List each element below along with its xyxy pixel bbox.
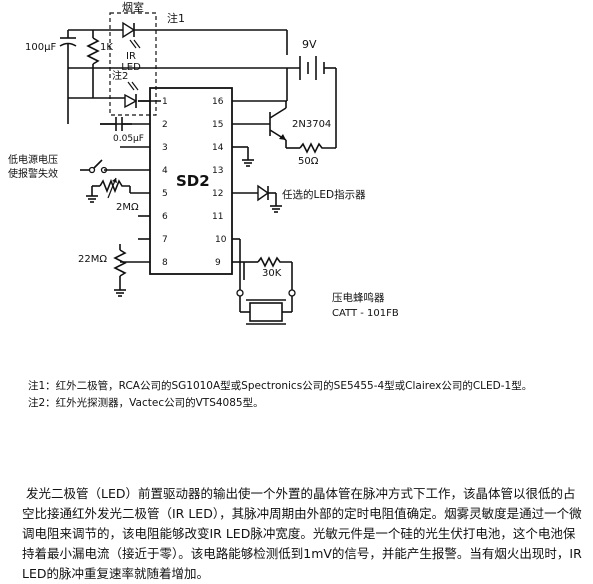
ic-sd2-label: SD2 [176, 172, 210, 190]
left-pin-leads [67, 98, 150, 263]
cap-100uf-label: 100μF [25, 42, 56, 53]
note1-marker: 注1 [167, 11, 185, 25]
right-pin-leads [232, 68, 288, 263]
smoke-chamber-box [109, 12, 157, 116]
pin-number: 7 [162, 235, 168, 245]
capacitor-100uf [59, 30, 77, 98]
pin-number: 3 [162, 143, 168, 153]
pin-number: 12 [212, 189, 223, 199]
buzzer-model: CATT - 101FB [332, 308, 399, 319]
note-2: 注2：红外光探测器，Vactec公司的VTS4085型。 [28, 397, 264, 409]
pin-number: 16 [212, 97, 224, 107]
notes-block: 注1：红外二极管，RCA公司的SG1010A型或Spectronics公司的SE… [28, 378, 588, 412]
transistor-label: 2N3704 [292, 119, 331, 130]
res-30k-label: 30K [262, 268, 282, 279]
low-voltage-switch [80, 159, 108, 174]
res-1k-label: 1K [100, 42, 113, 53]
battery-label: 9V [302, 38, 317, 51]
pin-number: 11 [212, 212, 223, 222]
photo-detector-symbol [124, 81, 139, 109]
res-50-label: 50Ω [298, 156, 319, 167]
buzzer-wiring [236, 239, 296, 312]
pin-number: 10 [215, 235, 227, 245]
resistor-50 [286, 136, 337, 154]
pin-number: 2 [162, 120, 168, 130]
res-22m-label: 22MΩ [78, 254, 107, 265]
battery-9v [299, 56, 337, 136]
pin-number: 13 [212, 166, 223, 176]
cap-005uf-label: 0.05μF [113, 134, 144, 144]
pin-number: 9 [215, 258, 221, 268]
capacitor-005uf [100, 117, 132, 131]
resistor-1k [86, 30, 100, 98]
resistor-22m [113, 244, 127, 297]
pot-2m-label: 2MΩ [116, 202, 139, 213]
low-voltage-label: 低电源电压使报警失效 [8, 153, 58, 180]
note2-marker: 注2 [112, 69, 128, 82]
pin-number: 15 [212, 120, 223, 130]
pin-number: 6 [162, 212, 168, 222]
buzzer-label: 压电蜂鸣器 [332, 291, 385, 304]
ic-right-pins: 16 15 14 13 12 11 10 9 [212, 97, 227, 268]
pin-number: 1 [162, 97, 168, 107]
note-1: 注1：红外二极管，RCA公司的SG1010A型或Spectronics公司的SE… [28, 380, 533, 392]
piezo-buzzer-symbol [240, 299, 292, 325]
pin-number: 5 [162, 189, 168, 199]
pin-number: 14 [212, 143, 224, 153]
smoke-chamber-label: 烟室 [122, 0, 144, 14]
description-paragraph: 发光二极管（LED）前置驱动器的输出使一个外置的晶体管在脉冲方式下工作，该晶体管… [22, 486, 582, 581]
potentiometer-2m [86, 177, 131, 203]
pin-number: 8 [162, 258, 168, 268]
ic-sd2 [149, 87, 233, 275]
optional-led-symbol [257, 184, 282, 213]
ic-left-pins: 1 2 3 4 5 6 7 8 [162, 97, 168, 268]
pin14-ground [242, 147, 254, 167]
optional-led-label: 任选的LED指示器 [282, 188, 366, 201]
transistor-2n3704 [269, 101, 287, 148]
pin-number: 4 [162, 166, 168, 176]
